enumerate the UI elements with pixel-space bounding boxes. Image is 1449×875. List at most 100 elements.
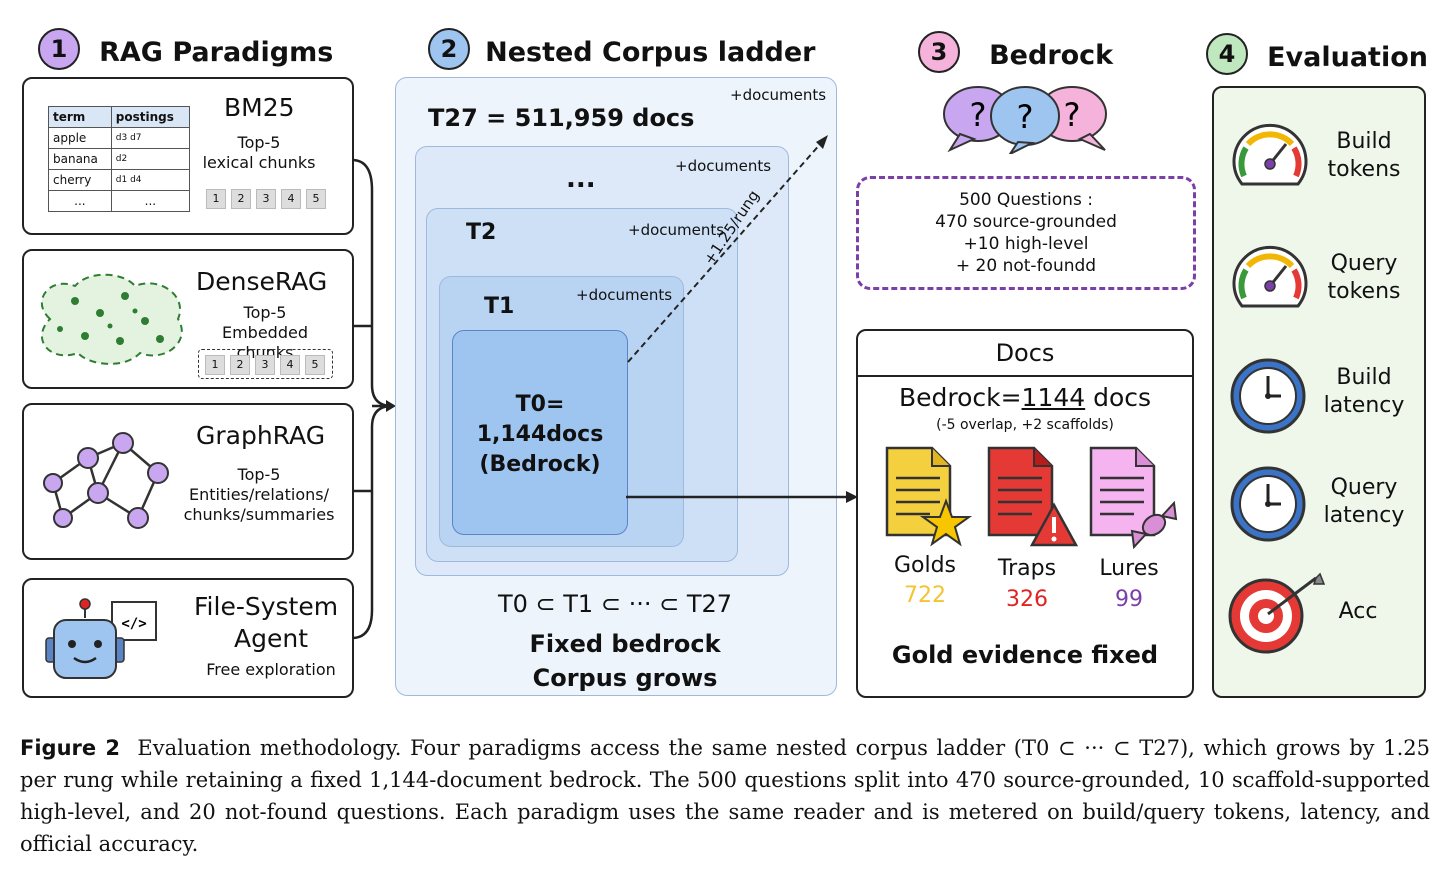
chunk-chip: 2 [231,189,251,209]
eval-label: Query latency [1314,474,1414,530]
chunk-chip: 2 [230,355,250,375]
lures-value: 99 [1115,587,1143,612]
eval-line: Query [1330,475,1398,500]
golds-label: Golds [893,553,957,578]
question-line: 500 Questions : [959,190,1093,210]
graph-network-icon [43,432,169,529]
overlap-note: (-5 overlap, +2 scaffolds) [936,417,1114,433]
desc-line: Top-5 [243,303,287,322]
paradigm-name: DenseRAG [196,267,328,296]
table-cell: ... [110,190,191,212]
trap-doc-icon [987,446,1079,547]
section-title: Nested Corpus ladder [485,37,816,68]
fixed-bedrock-label: Fixed bedrock Corpus grows [470,627,780,695]
gold-fixed-label: Gold evidence fixed [891,641,1159,669]
ellipsis-label: ... [566,164,596,194]
paradigm-desc: Top-5 lexical chunks [194,133,324,173]
desc-line: Top-5 [237,133,281,152]
chunk-chip: 4 [280,355,300,375]
table-cell: ... [48,190,112,212]
bedrock-prefix: Bedrock= [898,383,1022,412]
bedrock-count: Bedrock=1144 docs [858,383,1192,412]
plus-documents-label: +documents [675,157,772,175]
desc-line: chunks/summaries [183,505,335,524]
question-mark: ? [970,96,987,134]
lures-label: Lures [1099,556,1159,581]
t0-label: T0= 1,144docs (Bedrock) [452,390,628,480]
bedrock-arrow [626,491,858,503]
table-cell: cherry [48,169,112,191]
questions-box: 500 Questions : 470 source-grounded +10 … [856,176,1196,290]
graphrag-panel: GraphRAG Top-5 Entities/relations/ chunk… [22,403,354,560]
t0-line: T0= [515,392,565,417]
eval-line: Acc [1338,599,1378,624]
robot-icon: </> [45,598,157,679]
paradigm-name: GraphRAG [196,421,326,450]
section-title: RAG Paradigms [99,37,334,68]
plus-documents-label: +documents [576,286,673,304]
table-cell: d2 [110,148,191,170]
plus-documents-label: +documents [730,86,827,104]
paradigm-name: Agent [234,624,308,653]
target-icon [1228,572,1326,654]
embedding-cloud-icon [40,273,183,365]
section-title: Evaluation [1267,42,1428,73]
table-cell: apple [48,127,112,149]
chunk-chip: 3 [255,355,275,375]
subset-label: T0 ⊂ T1 ⊂ ··· ⊂ T27 [497,590,733,618]
lure-doc-icon [1089,446,1178,550]
chunk-chip: 3 [256,189,276,209]
gauge-icon [1232,123,1308,186]
chunk-chip: 1 [206,189,226,209]
agent-panel: </> File-System Agent Free exploration [22,578,354,698]
plus-documents-label: +documents [628,221,725,239]
question-bubbles-icon: ? ? ? [943,86,1107,154]
traps-value: 326 [1006,587,1048,612]
table-cell: d3 d7 [110,127,191,149]
golds-value: 722 [904,583,946,608]
docs-title: Docs [858,331,1192,377]
eval-line: latency [1323,503,1405,528]
eval-line: latency [1323,393,1405,418]
t2-label: T2 [466,220,497,245]
desc-line: lexical chunks [202,153,316,172]
growth-arrow [627,135,828,363]
caption-label: Figure 2 [20,736,121,760]
figure-caption: Figure 2 Evaluation methodology. Four pa… [20,732,1430,860]
section-title: Bedrock [989,40,1114,71]
fixed-line: Fixed bedrock [529,630,721,658]
paradigm-desc: Free exploration [206,660,336,679]
fixed-line: Corpus grows [532,664,718,692]
chunk-chip: 5 [306,189,326,209]
t0-line: 1,144docs [476,422,604,447]
t0-line: (Bedrock) [479,452,601,477]
traps-label: Traps [997,556,1057,581]
desc-line: Embedded chunks [221,323,308,362]
bedrock-number: 1144 [1021,383,1086,412]
section-number: 3 [918,31,960,73]
question-mark: ? [1064,96,1081,134]
section-1-header: 1 RAG Paradigms [38,28,333,70]
t1-label: T1 [484,294,515,319]
bedrock-suffix: docs [1085,383,1152,412]
question-mark: ? [1017,98,1034,136]
eval-label: Acc [1308,598,1408,626]
section-number: 2 [428,28,470,70]
section-4-header: 4 Evaluation [1206,33,1428,75]
questions-text: 500 Questions : 470 source-grounded +10 … [859,189,1193,277]
question-line: 470 source-grounded [935,212,1117,232]
chunk-chip: 4 [281,189,301,209]
gold-doc-icon [885,446,973,547]
section-2-header: 2 Nested Corpus ladder [428,28,815,70]
paradigm-name: BM25 [224,93,295,122]
paradigm-desc: Top-5 Embedded chunks [192,303,338,363]
section-number: 1 [38,28,80,70]
table-cell: banana [48,148,112,170]
eval-line: Build [1336,129,1392,154]
table-header: postings [110,106,191,128]
question-line: + 20 not-foundd [955,256,1097,276]
